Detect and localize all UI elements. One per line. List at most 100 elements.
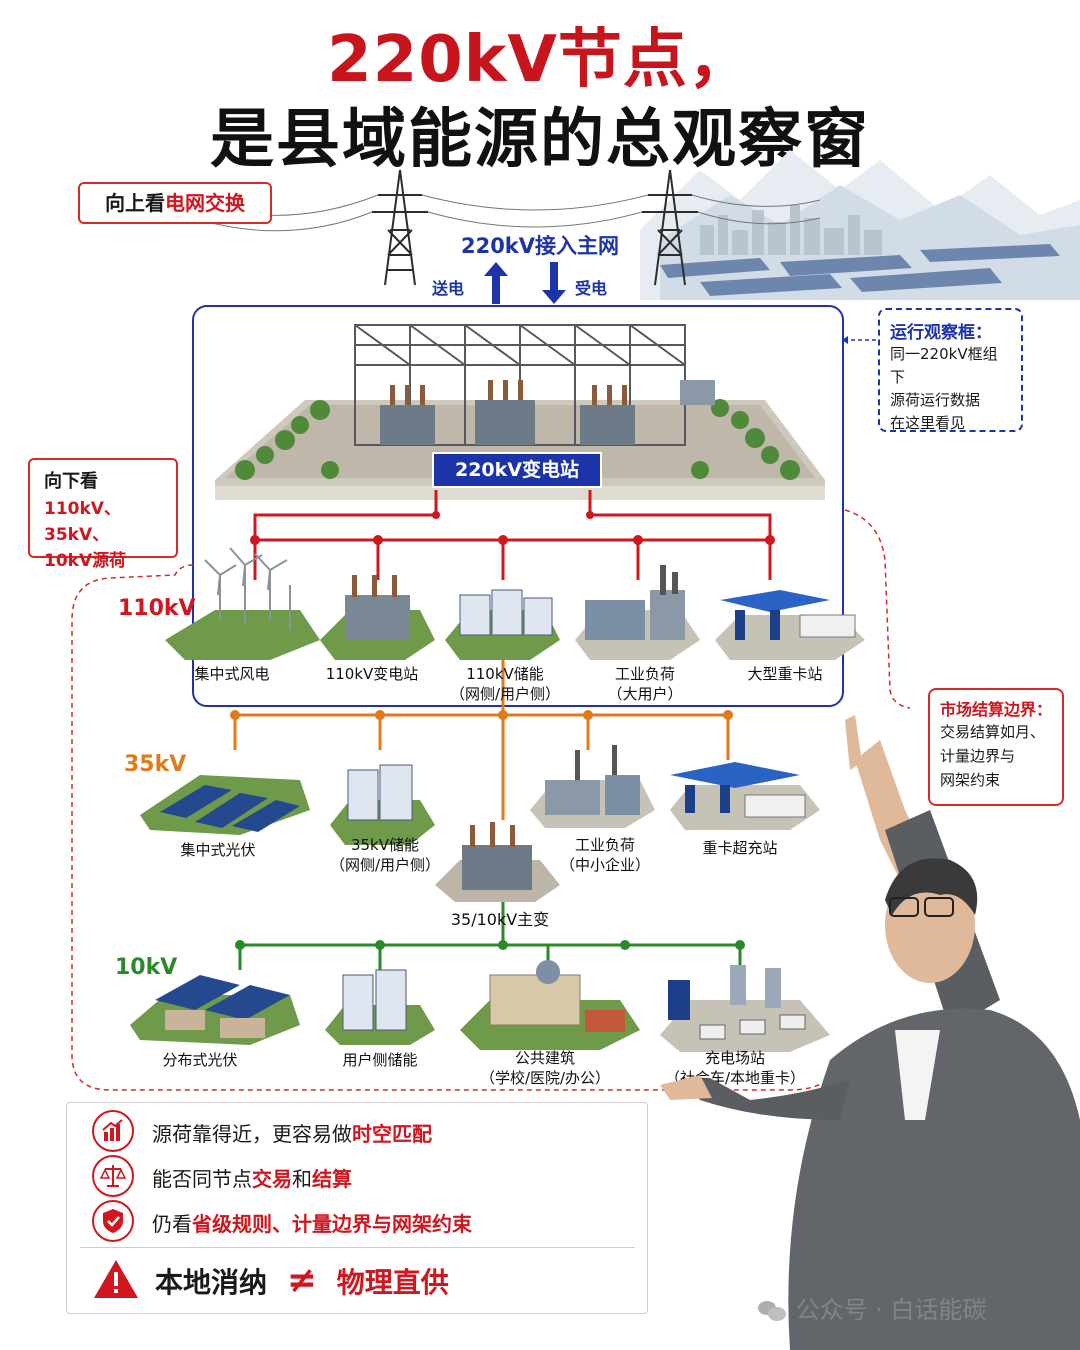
item-substation-110: 110kV变电站 <box>312 664 432 684</box>
market-box-title: 市场结算边界： <box>940 700 1053 719</box>
conclusion-right: 物理直供 <box>336 1266 449 1299</box>
wechat-icon <box>758 1299 788 1323</box>
bullet-2-highlight: 交易 <box>252 1167 292 1191</box>
watermark: 公众号 · 白话能碳 <box>758 1290 987 1325</box>
chart-up-icon <box>92 1110 134 1152</box>
watermark-text: 公众号 · 白话能碳 <box>795 1296 987 1324</box>
market-box: 市场结算边界： 交易结算如月、 计量边界与 网架约束 <box>928 688 1064 806</box>
receive-label: 受电 <box>575 279 608 298</box>
summary-panel <box>66 1102 648 1314</box>
up-tag-highlight: 电网交换 <box>165 191 245 215</box>
transformer-35-10-label: 35/10kV主变 <box>450 910 550 929</box>
item-truck-110-name: 大型重卡站 <box>747 665 823 683</box>
market-box-line3: 网架约束 <box>940 771 1001 789</box>
send-label: 送电 <box>432 279 465 298</box>
title-line1: 220kV节点， <box>327 23 753 97</box>
observe-box-line3: 在这里看见 <box>890 414 966 432</box>
distributed-pv-10-icon <box>130 975 300 1045</box>
user-storage-10-icon <box>325 969 435 1045</box>
transformer-35-10-icon <box>435 822 560 902</box>
voltage-label-10: 10kV <box>115 955 178 980</box>
observe-box-title: 运行观察框： <box>890 323 992 343</box>
observe-box-line2: 源荷运行数据 <box>890 391 981 409</box>
bus-10kv <box>238 902 742 970</box>
item-pv-10: 分布式光伏 <box>140 1050 260 1070</box>
voltage-label-110: 110kV <box>118 596 196 621</box>
item-truck-110: 大型重卡站 <box>725 664 845 684</box>
solar-farm-35-icon <box>140 775 310 835</box>
item-substation-110-name: 110kV变电站 <box>325 665 419 683</box>
bullet-2-highlight2: 结算 <box>312 1167 352 1191</box>
item-industry-110-name: 工业负荷 <box>614 665 675 683</box>
bullet-1: 源荷靠得近，更容易做时空匹配 <box>152 1118 432 1147</box>
bullet-1-highlight: 时空匹配 <box>352 1122 432 1146</box>
market-boundary <box>71 564 846 1091</box>
up-tag-prefix: 向上看 <box>105 191 165 215</box>
observe-box: 运行观察框： 同一220kV框组下 源荷运行数据 在这里看见 <box>878 308 1023 432</box>
item-building-10-name: 公共建筑 <box>514 1049 575 1067</box>
item-solar-35-name: 集中式光伏 <box>180 841 256 859</box>
heavy-truck-charge-35-icon <box>670 762 820 830</box>
bullet-3: 仍看省级规则、计量边界与网架约束 <box>152 1208 472 1237</box>
conclusion-left: 本地消纳 <box>155 1266 268 1299</box>
up-arrow-icon <box>484 262 508 304</box>
item-truck-35-name: 重卡超充站 <box>702 839 778 857</box>
heavy-truck-station-110-icon <box>715 590 865 660</box>
item-industry-110-sub: （大用户） <box>607 685 683 703</box>
bus-35kv <box>233 660 730 820</box>
title-line2: 是县域能源的总观察窗 <box>210 103 870 177</box>
down-arrow-icon <box>542 262 566 304</box>
item-building-10-sub: （学校/医院/办公） <box>479 1069 611 1087</box>
shield-icon <box>92 1200 134 1242</box>
not-equal-symbol: ≠ <box>286 1260 317 1301</box>
bus-110kv <box>253 490 772 580</box>
observation-frame <box>192 305 844 707</box>
item-storage-110-name: 110kV储能 <box>466 665 544 683</box>
item-storage-10-name: 用户侧储能 <box>342 1051 418 1069</box>
down-tag-line2: 110kV、35kV、 <box>44 499 121 545</box>
scale-icon <box>92 1155 134 1197</box>
conclusion: 本地消纳 ≠ 物理直供 <box>155 1260 449 1301</box>
divider <box>80 1247 635 1248</box>
wind-farm-icon <box>165 547 320 660</box>
item-wind: 集中式风电 <box>172 664 292 684</box>
item-solar-35: 集中式光伏 <box>158 840 278 860</box>
item-charging-10-name: 充电场站 <box>704 1049 765 1067</box>
item-truck-35: 重卡超充站 <box>680 838 800 858</box>
bullet-1-text: 源荷靠得近，更容易做 <box>152 1122 352 1146</box>
bullet-2: 能否同节点交易和结算 <box>152 1163 352 1192</box>
storage-35-icon <box>330 764 435 845</box>
market-box-line2: 计量边界与 <box>940 747 1016 765</box>
substation-220-label: 220kV变电站 <box>432 452 602 488</box>
up-tag: 向上看电网交换 <box>78 182 272 224</box>
substation-220-illustration <box>215 324 825 500</box>
item-pv-10-name: 分布式光伏 <box>162 1051 238 1069</box>
item-storage-35: 35kV储能 （网侧/用户侧） <box>320 835 450 875</box>
item-storage-35-name: 35kV储能 <box>350 836 420 854</box>
item-storage-110: 110kV储能 （网侧/用户侧） <box>440 664 570 704</box>
voltage-label-35: 35kV <box>124 752 187 777</box>
presenter-illustration <box>660 715 1080 1350</box>
industrial-load-35-icon <box>530 745 655 828</box>
market-box-line1: 交易结算如月、 <box>940 723 1046 741</box>
item-storage-110-sub: （网侧/用户侧） <box>449 685 561 703</box>
bullet-3-text: 仍看 <box>152 1212 192 1236</box>
main-grid-label: 220kV接入主网 <box>460 234 620 258</box>
public-building-10-icon <box>460 960 640 1050</box>
item-storage-35-sub: （网侧/用户侧） <box>329 856 441 874</box>
item-storage-10: 用户侧储能 <box>320 1050 440 1070</box>
item-building-10: 公共建筑 （学校/医院/办公） <box>470 1048 620 1088</box>
substation-110-icon <box>320 575 435 660</box>
item-industry-35-name: 工业负荷 <box>574 836 635 854</box>
down-tag-line1: 向下看 <box>44 471 98 492</box>
bullet-3-highlight: 省级规则、计量边界与网架约束 <box>192 1212 472 1236</box>
bullet-2-text: 能否同节点 <box>152 1167 252 1191</box>
storage-110-icon <box>445 589 560 660</box>
item-industry-110: 工业负荷 （大用户） <box>580 664 710 704</box>
charging-station-10-icon <box>660 965 830 1052</box>
item-industry-35-sub: （中小企业） <box>559 856 650 874</box>
down-tag-line3: 10kV源荷 <box>44 551 127 571</box>
bullet-2-mid: 和 <box>292 1167 312 1191</box>
